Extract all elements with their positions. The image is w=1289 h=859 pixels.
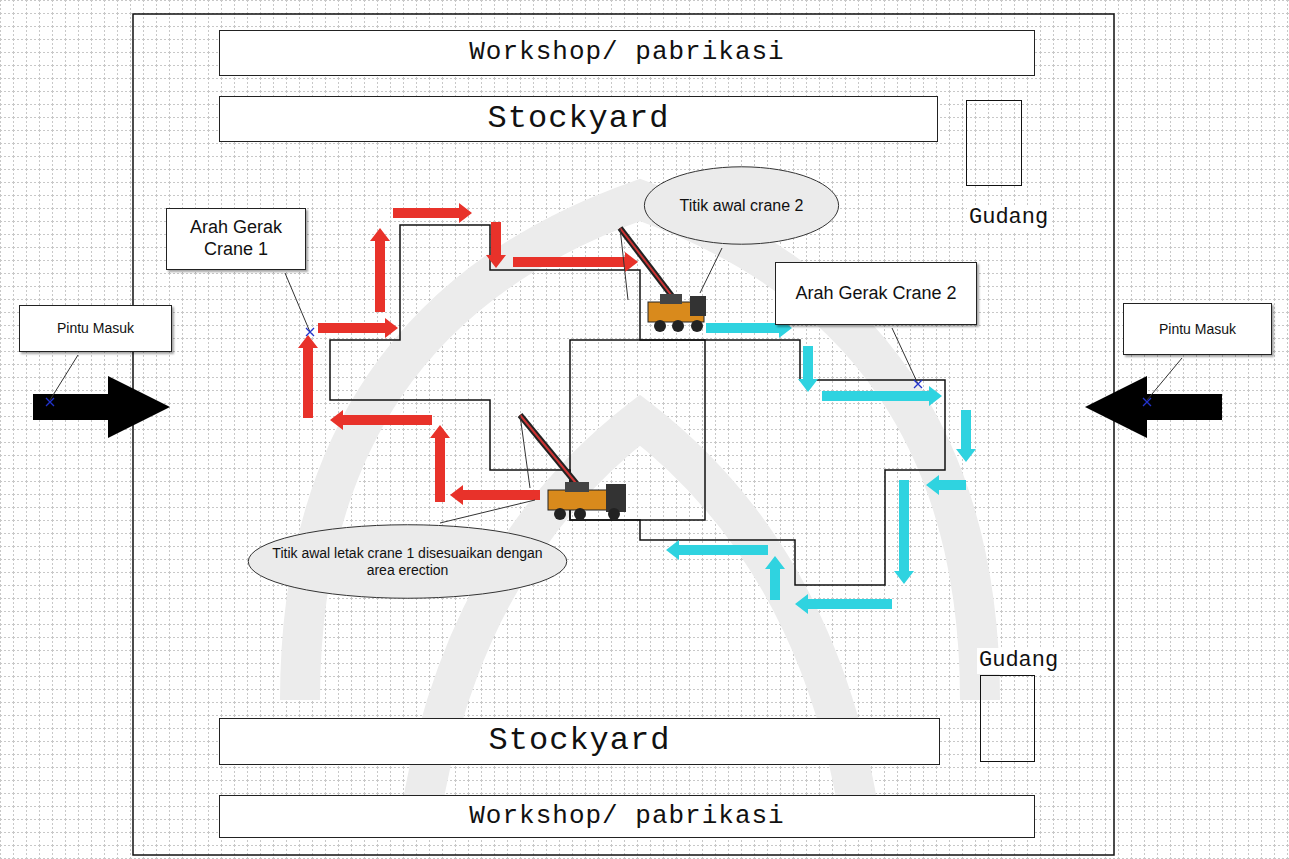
direction-arrow xyxy=(513,252,638,272)
callout-ellipse: Titik awal crane 2 xyxy=(643,166,840,245)
node-label: Gudang xyxy=(967,205,1050,231)
direction-arrow xyxy=(795,594,892,614)
node-label: Arah Gerak Crane 2 xyxy=(795,283,956,305)
direction-arrow xyxy=(298,335,318,418)
entrance-arrow xyxy=(33,376,1222,438)
node-label: Workshop/ pabrikasi xyxy=(469,37,784,68)
direction-arrow xyxy=(318,318,398,338)
stockyard-band: Stockyard xyxy=(219,96,938,142)
node-label: Arah Gerak Crane 1 xyxy=(173,217,299,260)
node-label: Stockyard xyxy=(489,722,671,760)
leader-line xyxy=(50,248,1182,523)
workshop-band: Workshop/ pabrikasi xyxy=(219,795,1035,838)
direction-arrow xyxy=(666,540,768,560)
direction-arrow xyxy=(370,228,390,312)
node-label: Workshop/ pabrikasi xyxy=(469,801,784,832)
direction-arrow xyxy=(956,410,976,462)
warehouse-box: Gudang xyxy=(966,100,1022,186)
direction-arrow xyxy=(393,203,472,223)
site-boundary xyxy=(133,14,1114,855)
callout-box: Pintu Masuk xyxy=(1123,303,1272,355)
callout-box: Arah Gerak Crane 2 xyxy=(775,262,977,325)
mobile-crane xyxy=(620,228,706,332)
mobile-crane xyxy=(520,415,626,520)
direction-arrow xyxy=(486,222,506,268)
point-marker xyxy=(46,328,1151,406)
callout-box: Pintu Masuk xyxy=(19,305,172,352)
warehouse-box: Gudang xyxy=(980,675,1035,762)
workshop-band: Workshop/ pabrikasi xyxy=(219,30,1035,76)
callout-box: Arah Gerak Crane 1 xyxy=(166,208,306,270)
stockyard-band: Stockyard xyxy=(219,718,940,764)
node-label: Gudang xyxy=(977,648,1060,674)
node-label: Titik awal crane 2 xyxy=(680,196,804,215)
direction-arrow xyxy=(330,410,432,430)
direction-arrow xyxy=(430,425,450,502)
direction-arrow xyxy=(926,475,966,495)
direction-arrow xyxy=(765,556,785,600)
node-label: Pintu Masuk xyxy=(1159,321,1236,338)
direction-arrow xyxy=(894,480,914,584)
direction-arrow xyxy=(822,386,942,406)
node-label: Pintu Masuk xyxy=(57,320,134,337)
node-label: Titik awal letak crane 1 disesuaikan den… xyxy=(268,545,547,579)
direction-arrow xyxy=(798,346,818,392)
callout-ellipse: Titik awal letak crane 1 disesuaikan den… xyxy=(246,524,569,599)
node-label: Stockyard xyxy=(488,100,670,138)
